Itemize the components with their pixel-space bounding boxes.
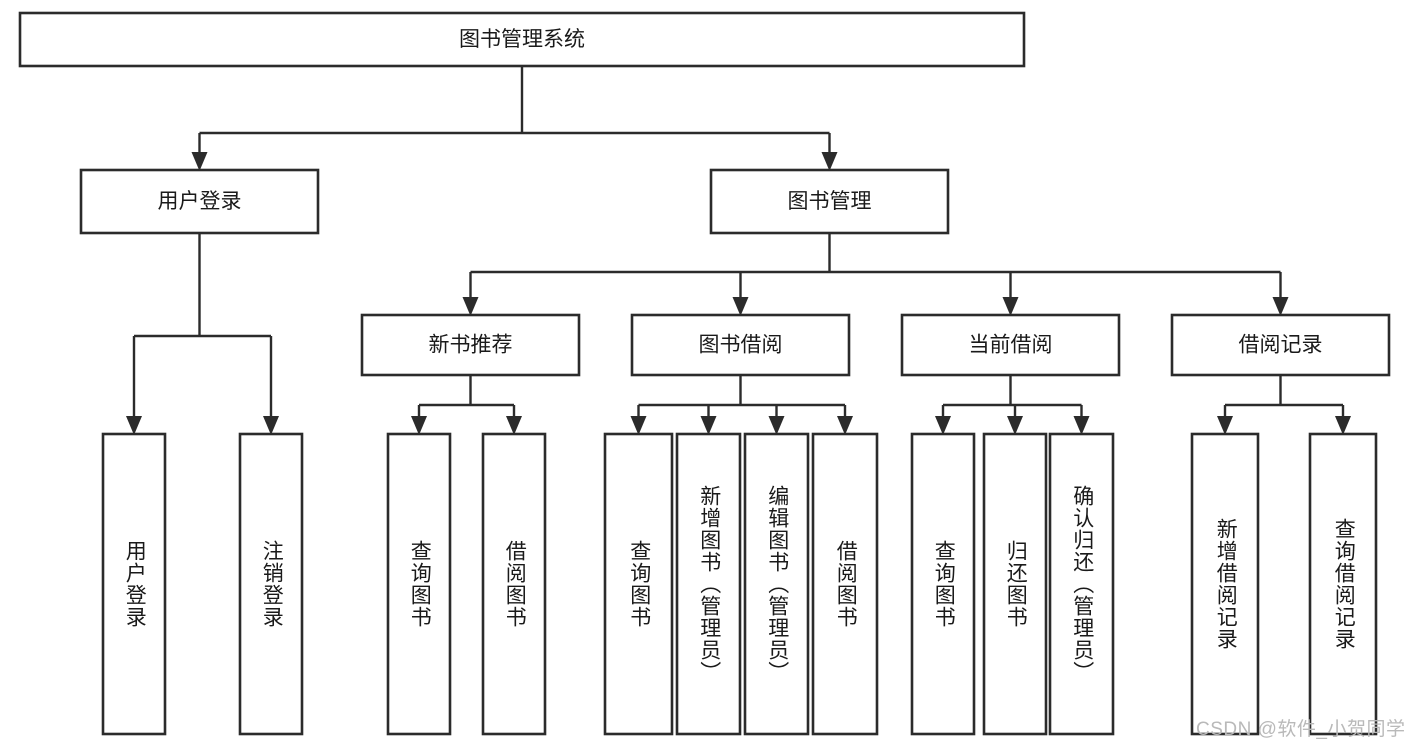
node-box[interactable] — [709, 168, 950, 235]
node-label: 当前借阅 — [969, 334, 1053, 357]
connector-group-book-manage — [462, 233, 1289, 316]
connector-group-current-borrow — [935, 375, 1090, 435]
arrow-head-icon — [700, 416, 717, 435]
connector-group-borrow-record — [1217, 375, 1351, 435]
node-leaf-query-record[interactable] — [1308, 432, 1378, 736]
node-box[interactable] — [1308, 432, 1378, 736]
node-leaf-user-login[interactable] — [101, 432, 167, 736]
arrow-head-icon — [1335, 416, 1351, 435]
node-book-manage[interactable]: 图书管理 — [709, 168, 950, 235]
node-box[interactable] — [910, 432, 976, 736]
node-label: 图书借阅 — [699, 334, 783, 357]
node-box[interactable] — [1048, 432, 1115, 736]
connector-group-new-book-rec — [411, 375, 522, 435]
node-box[interactable] — [630, 313, 851, 377]
node-box[interactable] — [360, 313, 581, 377]
arrow-head-icon — [630, 416, 647, 435]
node-box[interactable] — [743, 432, 810, 736]
node-box[interactable] — [603, 432, 674, 736]
node-box[interactable] — [101, 432, 167, 736]
node-root[interactable]: 图书管理系统 — [18, 11, 1026, 68]
arrow-head-icon — [821, 152, 838, 171]
node-leaf-borrow-book-1[interactable] — [481, 432, 547, 736]
arrow-head-icon — [263, 416, 279, 435]
node-box[interactable] — [1190, 432, 1260, 736]
arrow-head-icon — [768, 416, 785, 435]
arrow-head-icon — [837, 416, 853, 435]
arrow-head-icon — [411, 416, 427, 435]
node-current-borrow[interactable]: 当前借阅 — [900, 313, 1121, 377]
node-label: 用户登录 — [158, 190, 242, 213]
node-user-login[interactable]: 用户登录 — [79, 168, 320, 235]
node-box[interactable] — [18, 11, 1026, 68]
arrow-head-icon — [1007, 416, 1023, 435]
arrow-head-icon — [935, 416, 951, 435]
node-leaf-confirm-ret[interactable] — [1048, 432, 1115, 736]
node-leaf-query-book-1[interactable] — [386, 432, 452, 736]
arrow-head-icon — [1073, 416, 1090, 435]
node-box[interactable] — [811, 432, 879, 736]
connector-group-book-borrow — [630, 375, 853, 435]
node-box[interactable] — [900, 313, 1121, 377]
node-box[interactable] — [982, 432, 1048, 736]
arrow-head-icon — [462, 297, 479, 316]
node-box[interactable] — [1170, 313, 1391, 377]
node-box[interactable] — [238, 432, 304, 736]
node-box[interactable] — [481, 432, 547, 736]
node-box[interactable] — [386, 432, 452, 736]
node-label: 图书管理 — [788, 190, 872, 213]
node-leaf-query-book-3[interactable] — [910, 432, 976, 736]
node-label: 借阅记录 — [1239, 334, 1323, 357]
csdn-watermark: CSDN @软件_小贺同学 — [1196, 719, 1405, 740]
node-label: 新书推荐 — [429, 334, 513, 357]
arrow-head-icon — [1002, 297, 1019, 316]
arrow-head-icon — [1217, 416, 1233, 435]
node-leaf-query-book-2[interactable] — [603, 432, 674, 736]
node-leaf-edit-book[interactable] — [743, 432, 810, 736]
connector-group-user-login — [126, 233, 279, 435]
node-new-book-rec[interactable]: 新书推荐 — [360, 313, 581, 377]
arrow-head-icon — [126, 416, 142, 435]
node-leaf-add-book[interactable] — [675, 432, 742, 736]
arrow-head-icon — [732, 297, 749, 316]
node-book-borrow[interactable]: 图书借阅 — [630, 313, 851, 377]
node-label: 图书管理系统 — [459, 28, 585, 51]
node-borrow-record[interactable]: 借阅记录 — [1170, 313, 1391, 377]
node-leaf-add-record[interactable] — [1190, 432, 1260, 736]
arrow-head-icon — [1272, 297, 1289, 316]
node-leaf-user-logout[interactable] — [238, 432, 304, 736]
arrow-head-icon — [191, 152, 208, 171]
node-box[interactable] — [675, 432, 742, 736]
node-leaf-return-book[interactable] — [982, 432, 1048, 736]
node-box[interactable] — [79, 168, 320, 235]
node-leaf-borrow-book-2[interactable] — [811, 432, 879, 736]
arrow-head-icon — [506, 416, 522, 435]
connector-group-root — [191, 66, 838, 171]
